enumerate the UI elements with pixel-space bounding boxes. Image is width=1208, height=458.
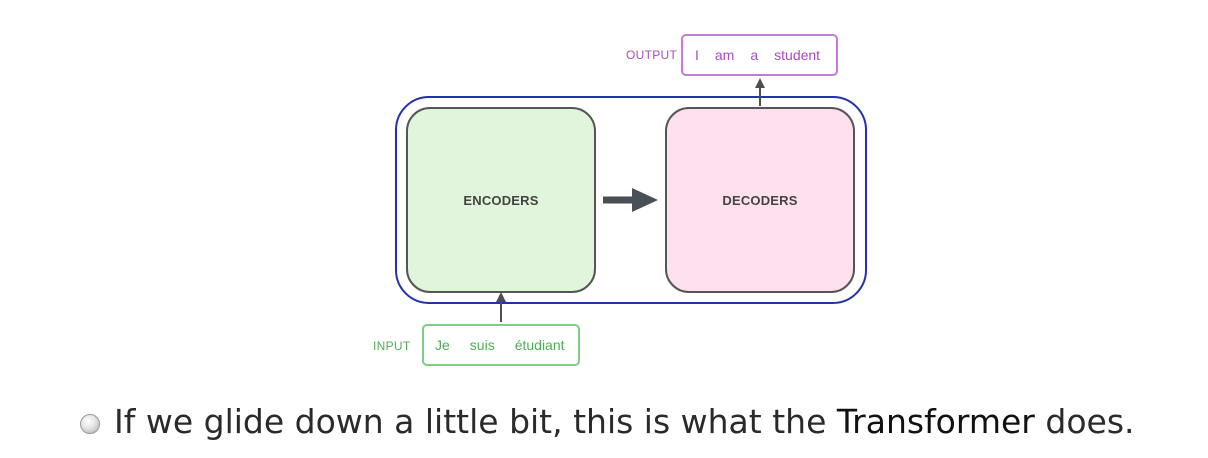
decoders-label: DECODERS [722, 192, 798, 208]
caption-text-start: If we glide down a little bit, this is w… [114, 402, 837, 441]
output-tokens-box: I am a student [681, 34, 838, 76]
input-label: INPUT [373, 339, 411, 353]
output-token: a [750, 47, 759, 63]
transformer-frame [395, 96, 867, 304]
encoders-block: ENCODERS [406, 107, 596, 293]
encoders-label: ENCODERS [463, 192, 539, 208]
caption-highlight: Transformer [836, 402, 1035, 441]
decoders-block: DECODERS [665, 107, 855, 293]
caption: If we glide down a little bit, this is w… [80, 402, 1135, 441]
input-tokens-box: Je suis étudiant [422, 324, 580, 366]
output-label: OUTPUT [626, 48, 678, 62]
input-token: étudiant [514, 337, 565, 353]
bullet-circle-icon [80, 413, 100, 434]
output-token: student [774, 47, 821, 63]
output-token: I [695, 47, 699, 63]
output-token: am [714, 47, 735, 63]
input-token: suis [469, 337, 495, 353]
caption-text-end: does. [1034, 402, 1135, 441]
input-token: Je [435, 337, 450, 353]
